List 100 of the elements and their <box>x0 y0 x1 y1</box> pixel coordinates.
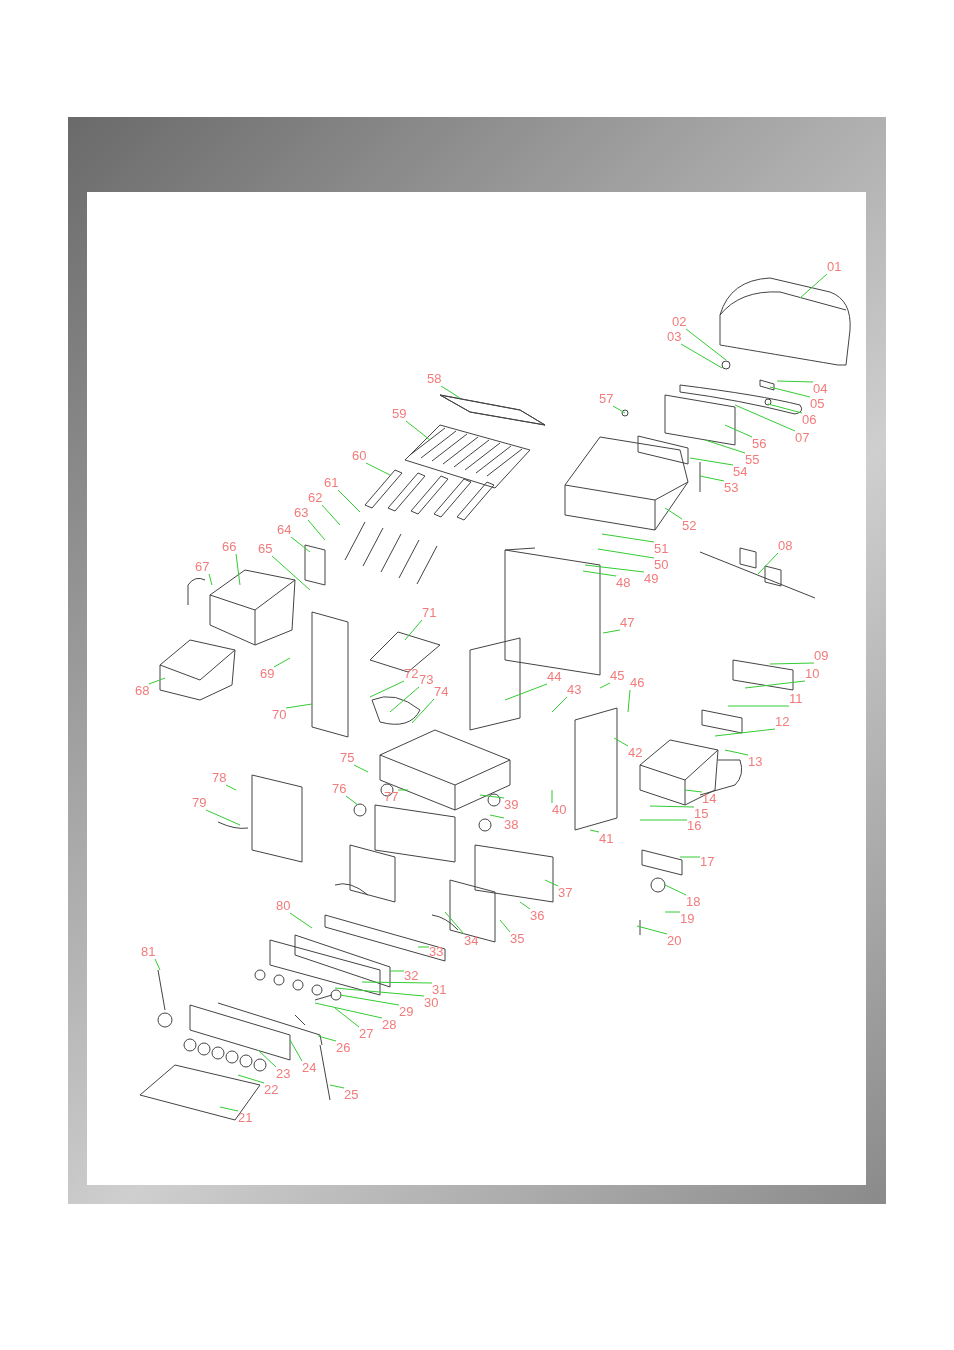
leader-line <box>345 795 359 806</box>
callout-number: 66 <box>222 540 237 554</box>
leader-line <box>404 619 423 641</box>
leader-line <box>597 548 655 559</box>
callout-number: 17 <box>700 855 715 869</box>
leader-line <box>339 994 400 1006</box>
leader-line <box>219 1106 239 1112</box>
leader-line <box>680 343 723 369</box>
leader-line <box>389 686 420 713</box>
callout-number: 69 <box>260 667 275 681</box>
callout-number: 65 <box>258 542 273 556</box>
leader-line <box>285 703 313 709</box>
callout-number: 63 <box>294 506 309 520</box>
callout-number: 21 <box>238 1111 253 1125</box>
callout-number: 43 <box>567 683 582 697</box>
callout-number: 29 <box>399 1005 414 1019</box>
callout-number: 81 <box>141 945 156 959</box>
leader-line <box>589 829 600 833</box>
callout-number: 13 <box>748 755 763 769</box>
callout-number: 68 <box>135 684 150 698</box>
callout-number: 44 <box>547 670 562 684</box>
leader-line <box>679 856 701 858</box>
leader-line <box>208 573 213 586</box>
callout-number: 32 <box>404 969 419 983</box>
callout-number: 59 <box>392 407 407 421</box>
callout-number: 08 <box>778 539 793 553</box>
callout-number: 18 <box>686 895 701 909</box>
leader-line <box>757 552 779 575</box>
leader-line <box>334 1007 360 1028</box>
leader-line <box>411 698 435 724</box>
callout-number: 16 <box>687 819 702 833</box>
callout-number: 74 <box>434 685 449 699</box>
leader-line <box>689 457 734 466</box>
leader-line <box>337 489 361 513</box>
callout-number: 62 <box>308 491 323 505</box>
leader-line <box>154 958 161 971</box>
leader-line <box>440 385 461 399</box>
callout-number: 41 <box>599 832 614 846</box>
leader-line <box>685 328 727 361</box>
leader-line <box>479 794 505 799</box>
callout-number: 22 <box>264 1083 279 1097</box>
leader-line <box>724 424 753 438</box>
leader-line <box>599 682 611 689</box>
leader-line <box>290 536 311 553</box>
callout-number: 77 <box>384 790 399 804</box>
leader-line <box>664 884 687 896</box>
leader-line <box>649 805 695 808</box>
callout-number: 24 <box>302 1061 317 1075</box>
callout-number: 57 <box>599 392 614 406</box>
callout-number: 55 <box>745 453 760 467</box>
callout-number: 26 <box>336 1041 351 1055</box>
leader-line <box>699 475 725 482</box>
leader-line <box>664 911 681 913</box>
callout-number: 27 <box>359 1027 374 1041</box>
callout-number: 75 <box>340 751 355 765</box>
callout-number: 12 <box>775 715 790 729</box>
callout-number: 09 <box>814 649 829 663</box>
callout-number: 61 <box>324 476 339 490</box>
leader-line <box>314 1002 383 1019</box>
leader-line <box>271 555 311 591</box>
callout-number: 64 <box>277 523 292 537</box>
leader-line <box>602 629 621 634</box>
callout-number: 54 <box>733 465 748 479</box>
callout-number: 67 <box>195 560 210 574</box>
leader-line <box>499 919 511 933</box>
leader-line <box>289 1039 303 1062</box>
leader-line <box>235 553 241 586</box>
callout-number: 40 <box>552 803 567 817</box>
leader-line <box>489 814 505 819</box>
leader-line <box>551 789 553 804</box>
leader-line <box>397 789 409 791</box>
leader-line <box>744 680 806 689</box>
callout-number: 71 <box>422 606 437 620</box>
callout-number: 45 <box>610 669 625 683</box>
callout-number: 36 <box>530 909 545 923</box>
callout-number: 79 <box>192 796 207 810</box>
leader-line <box>519 901 531 910</box>
leader-line <box>727 705 790 707</box>
callout-number: 03 <box>667 330 682 344</box>
leader-line <box>769 386 811 398</box>
callout-number: 48 <box>616 576 631 590</box>
leader-line <box>317 1035 337 1042</box>
leader-line <box>544 879 559 887</box>
callout-number: 15 <box>694 807 709 821</box>
leader-line <box>273 657 291 668</box>
leader-line <box>769 662 815 665</box>
leader-line <box>612 405 626 414</box>
leader-line <box>148 677 166 685</box>
leader-line <box>627 689 631 713</box>
leader-line <box>353 764 369 773</box>
leader-line <box>551 696 568 713</box>
callout-number: 78 <box>212 771 227 785</box>
leader-line <box>724 749 749 756</box>
callout-number: 80 <box>276 899 291 913</box>
callout-number: 52 <box>682 519 697 533</box>
leader-line <box>444 911 465 935</box>
callout-number: 10 <box>805 667 820 681</box>
callout-number: 11 <box>789 692 803 706</box>
leader-line <box>704 439 746 454</box>
leader-line <box>405 420 431 441</box>
